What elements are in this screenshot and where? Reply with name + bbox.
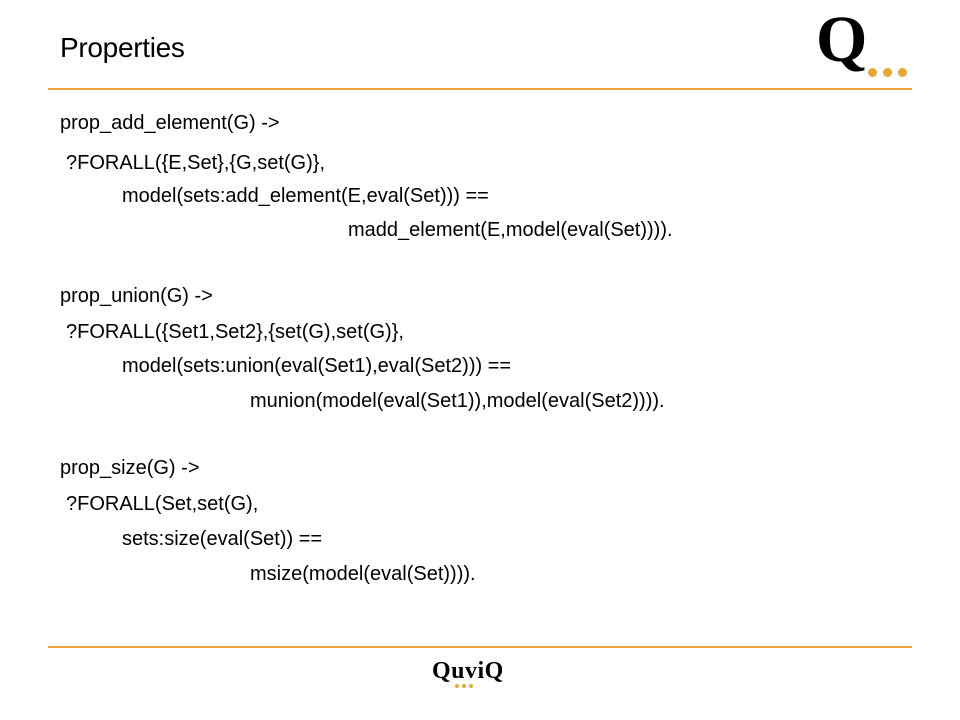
logo-dot-icon [898,68,907,77]
logo-dots-icon [868,68,907,77]
logo-dot-icon [883,68,892,77]
code-line: prop_add_element(G) -> [60,112,280,134]
code-line: madd_element(E,model(eval(Set)))). [348,219,673,241]
code-line: ?FORALL({Set1,Set2},{set(G),set(G)}, [66,321,404,343]
logo-dot-icon [868,68,877,77]
footer-dot-icon [455,684,459,688]
code-line: prop_size(G) -> [60,457,200,479]
footer-dot-icon [469,684,473,688]
bottom-divider [48,646,912,648]
top-divider [48,88,912,90]
footer-dot-icon [462,684,466,688]
quviq-logo-q: Q [816,3,868,76]
code-line: msize(model(eval(Set)))). [250,563,476,585]
footer-brand-logo: QuviQ [432,658,504,684]
footer-dots-icon [455,684,473,688]
code-line: munion(model(eval(Set1)),model(eval(Set2… [250,390,665,412]
slide-title: Properties [60,32,185,63]
code-line: model(sets:union(eval(Set1),eval(Set2)))… [122,355,512,377]
code-line: model(sets:add_element(E,eval(Set))) == [122,185,489,207]
code-line: sets:size(eval(Set)) == [122,528,323,550]
code-line: ?FORALL(Set,set(G), [66,493,259,515]
code-line: prop_union(G) -> [60,285,213,307]
code-line: ?FORALL({E,Set},{G,set(G)}, [66,152,326,174]
